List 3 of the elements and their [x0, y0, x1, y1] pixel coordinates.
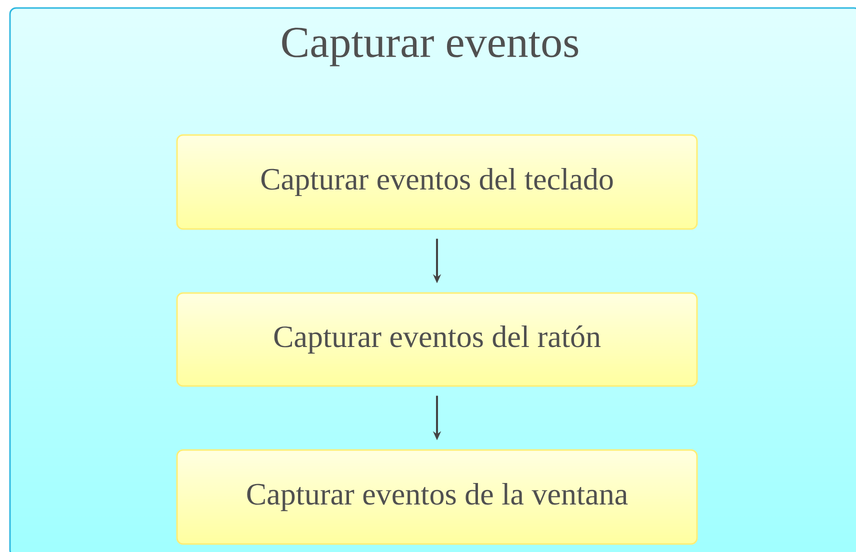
- process-box: Capturar eventos de la ventana: [176, 449, 698, 545]
- process-box: Capturar eventos del teclado: [176, 134, 698, 230]
- process-box: Capturar eventos del ratón: [176, 292, 698, 387]
